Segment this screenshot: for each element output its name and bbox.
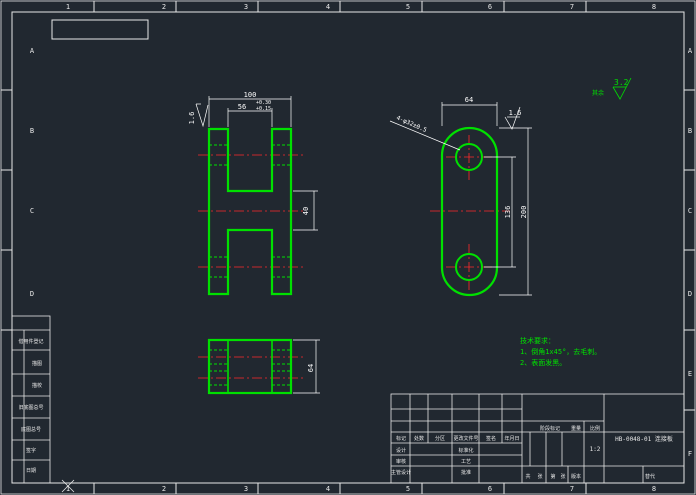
zone-col-6-bottom: 6	[488, 485, 492, 493]
origin-marker	[61, 479, 75, 493]
h-shape-outline	[207, 127, 293, 296]
tech-notes-title: 技术要求：	[520, 336, 555, 345]
dim-front-slot: 56	[238, 103, 246, 111]
zone-col-1-bottom: 1	[66, 485, 70, 493]
zone-row-d-right: D	[688, 290, 692, 298]
zone-col-5-top: 5	[406, 3, 410, 11]
front-dimension-lines	[195, 96, 318, 231]
roughness-front: 1.6	[188, 112, 196, 125]
lower-hole	[455, 253, 483, 281]
tb-drawing-no: HB-0048-01 连接板	[615, 435, 673, 443]
zone-col-6-top: 6	[488, 3, 492, 11]
zone-col-4-top: 4	[326, 3, 330, 11]
front-view: 100 56 +0.30 +0.15 40 1.6	[188, 91, 318, 296]
zone-row-f-right: F	[688, 450, 692, 458]
zone-row-d-left: D	[30, 290, 34, 298]
left-registration-strip: 借用件登记 描图 描校 旧底图总号 底图总号 签字 日期	[11, 315, 51, 484]
zone-row-a-right: A	[688, 47, 693, 55]
upper-hole	[455, 143, 483, 171]
rest-roughness-label: 其余	[592, 89, 604, 97]
tb-page: 张	[560, 473, 565, 480]
zone-labels: 1 2 3 4 5 6 7 8 1 2 3 4 5 6 7 8 A B C D …	[30, 3, 693, 493]
tb-weight: 重量	[571, 425, 581, 432]
dim-front-height-40: 40	[302, 207, 310, 215]
tb-approve: 批准	[461, 469, 471, 476]
strip-signature: 签字	[26, 447, 36, 454]
link-plate-outline	[440, 126, 499, 297]
dim-side-width: 64	[465, 96, 473, 104]
zone-col-2-bottom: 2	[162, 485, 166, 493]
strip-base-no: 底图总号	[21, 426, 41, 433]
tb-scale-label: 比例	[590, 425, 600, 432]
zone-col-8-bottom: 8	[652, 485, 656, 493]
tech-notes-line2: 2、表面发黑。	[520, 358, 566, 367]
rest-roughness: 3.2 其余	[592, 77, 632, 100]
strip-borrowed-reg: 借用件登记	[18, 338, 43, 345]
front-hidden-lines	[209, 144, 291, 278]
dim-front-slot-tol-upper: +0.30	[256, 100, 271, 106]
tb-total: 共	[525, 473, 530, 480]
tb-scale-value: 1:2	[590, 446, 601, 453]
zone-row-e-right: E	[688, 370, 692, 378]
tb-col-change-doc: 更改文件号	[453, 435, 478, 442]
tb-stage-mark: 阶段标记	[540, 425, 560, 432]
zone-col-8-top: 8	[652, 3, 656, 11]
tech-notes-line1: 1、倒角1x45°，去毛刺。	[520, 347, 601, 356]
zone-col-4-bottom: 4	[326, 485, 330, 493]
tb-col-date: 年月日	[504, 435, 519, 442]
zone-col-2-top: 2	[162, 3, 166, 11]
bottom-view: 64	[198, 338, 320, 395]
zone-row-b-left: B	[30, 127, 34, 135]
tb-craft: 工艺	[461, 459, 471, 465]
tb-col-count: 处数	[414, 435, 424, 442]
strip-tracing: 描图	[32, 360, 42, 367]
title-block: 标记 处数 分区 更改文件号 签名 年月日 设计 审核 主管设计 标准化 工艺 …	[390, 393, 685, 484]
tb-check: 审核	[396, 458, 406, 465]
dim-bottom-height: 64	[307, 364, 315, 372]
zone-row-a-left: A	[30, 47, 35, 55]
zone-col-1-top: 1	[66, 3, 70, 11]
tb-sheet: 张	[537, 473, 542, 480]
tb-col-sign: 签名	[486, 435, 496, 442]
strip-old-base-no: 旧底图总号	[18, 404, 43, 411]
roughness-side: 1.6	[509, 109, 522, 117]
zone-col-3-top: 3	[244, 3, 248, 11]
zone-col-7-bottom: 7	[570, 485, 574, 493]
tb-version: 版本	[571, 473, 581, 480]
tb-replace: 替代	[645, 473, 655, 480]
zone-col-7-top: 7	[570, 3, 574, 11]
tb-standardize: 标准化	[458, 447, 473, 454]
tb-col-zone: 分区	[435, 435, 445, 442]
tb-design: 设计	[396, 447, 406, 454]
tb-col-mark: 标记	[396, 435, 406, 442]
technical-notes: 技术要求： 1、倒角1x45°，去毛刺。 2、表面发黑。	[520, 336, 601, 367]
zone-row-c-left: C	[30, 207, 34, 215]
side-dimension-lines	[389, 102, 532, 296]
dim-front-width: 100	[244, 91, 257, 99]
rest-roughness-value: 3.2	[614, 78, 629, 87]
bottom-view-outline	[207, 338, 293, 395]
tb-page-no: 第	[550, 473, 555, 480]
dim-overall-length: 200	[520, 206, 528, 219]
strip-date: 日期	[26, 468, 36, 474]
dim-front-slot-tol-lower: +0.15	[256, 106, 271, 112]
zone-col-3-bottom: 3	[244, 485, 248, 493]
zone-row-c-right: C	[688, 207, 692, 215]
tb-process-mgr: 主管设计	[391, 469, 411, 476]
zone-row-b-right: B	[688, 127, 692, 135]
strip-trace-check: 描校	[32, 382, 42, 389]
zone-col-5-bottom: 5	[406, 485, 410, 493]
dim-center-distance: 136	[504, 206, 512, 219]
